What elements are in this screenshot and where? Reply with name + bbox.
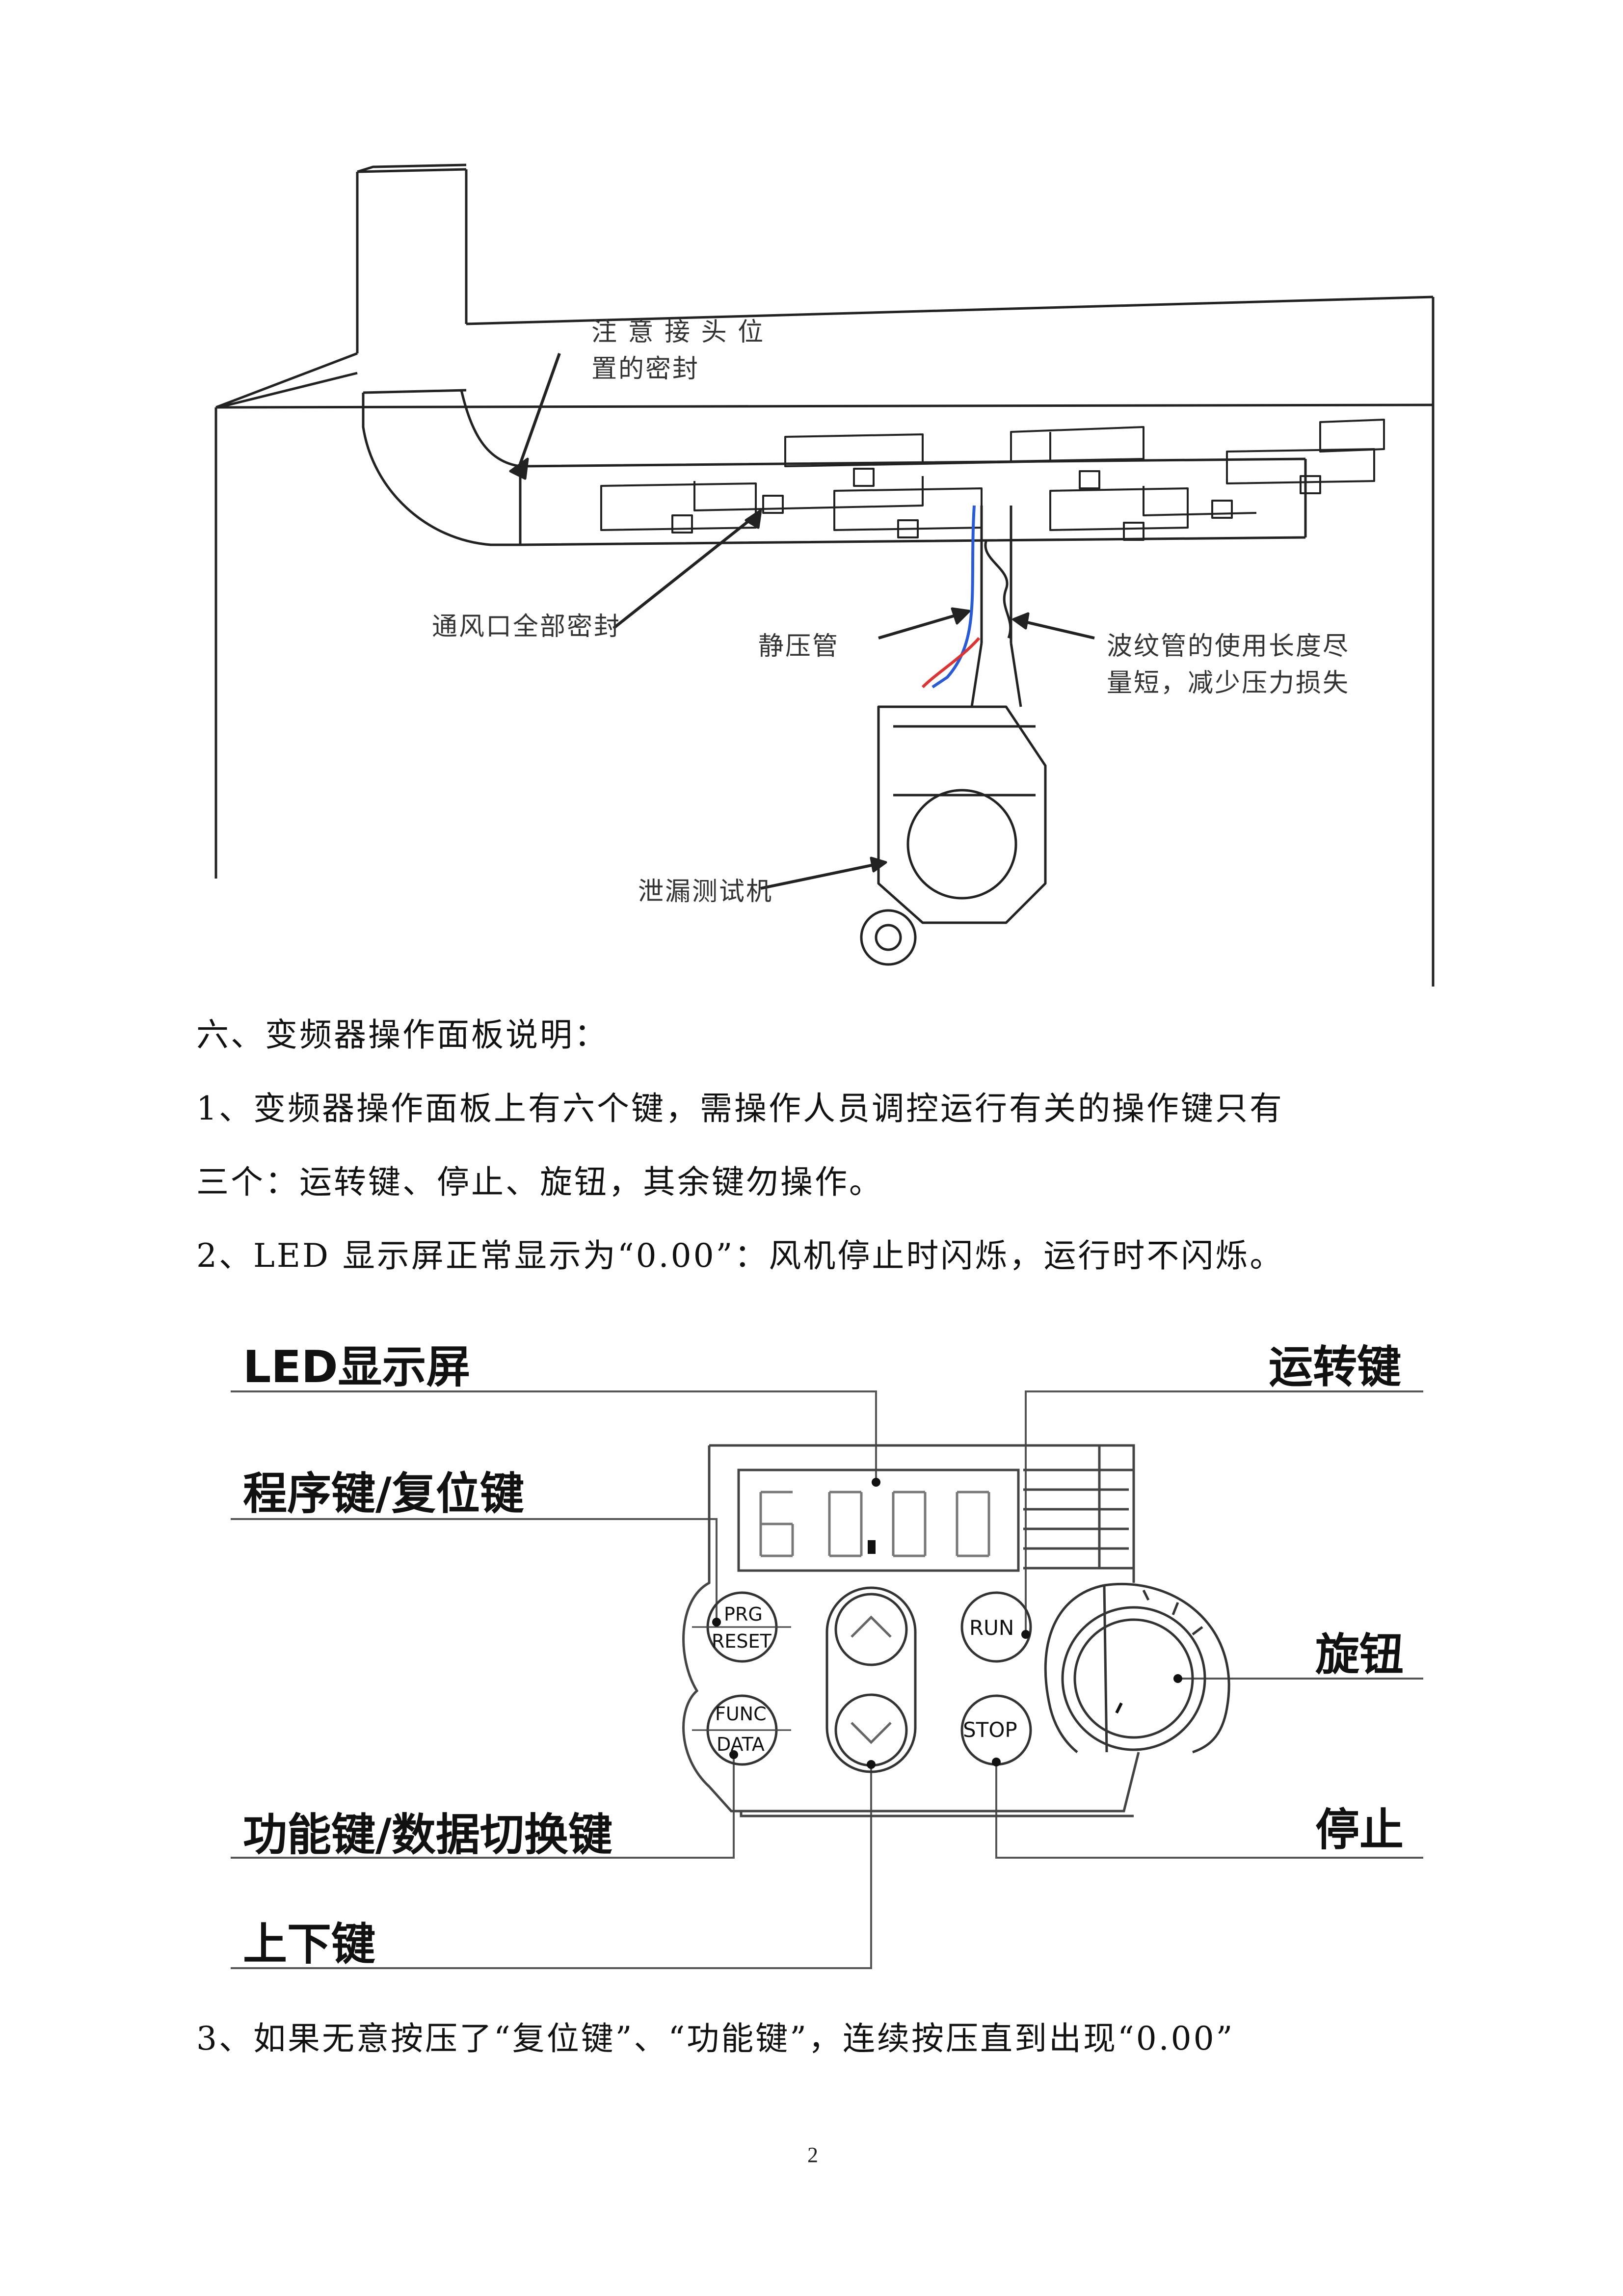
paragraph-1-line-2: 三个：运转键、停止、旋钮，其余键勿操作。: [196, 1163, 883, 1201]
joint-seal-label-line2: 置的密封: [591, 354, 700, 384]
vent-seal-label: 通风口全部密封: [432, 612, 621, 641]
led-display-label: LED显示屏: [243, 1341, 471, 1393]
run-key-label: 运转键: [1269, 1341, 1401, 1393]
page-number: 2: [807, 2143, 818, 2167]
prg-key-label: 程序键/复位键: [243, 1468, 524, 1520]
paragraph-3: 3、如果无意按压了“复位键”、“功能键”，连续按压直到出现“0.00”: [196, 2020, 1235, 2057]
chevron-up-icon: [851, 1615, 892, 1638]
knob-label: 旋钮: [1315, 1629, 1404, 1681]
joint-seal-label-line1: 注 意 接 头 位: [591, 318, 765, 347]
paragraph-2: 2、LED 显示屏正常显示为“0.00”：风机停止时闪烁，运行时不闪烁。: [196, 1237, 1284, 1275]
bellows-label: 波纹管的使用长度尽 量短，减少压力损失: [1107, 628, 1350, 702]
paragraph-1-line-1: 1、变频器操作面板上有六个键，需操作人员调控运行有关的操作键只有: [196, 1090, 1284, 1127]
tester-label: 泄漏测试机: [638, 877, 773, 907]
leak-test-illustration: [214, 163, 1435, 987]
section-heading: 六、变频器操作面板说明：: [196, 1016, 609, 1054]
joint-seal-label: 注 意 接 头 位 置的密封: [591, 314, 765, 388]
chevron-down-icon: [851, 1722, 892, 1744]
inverter-panel-diagram: [231, 1390, 1423, 1969]
func-key-label: 功能键/数据切换键: [243, 1809, 612, 1861]
static-tube-label: 静压管: [758, 632, 840, 661]
bellows-label-line2: 量短，减少压力损失: [1107, 668, 1350, 698]
stop-label: 停止: [1315, 1804, 1404, 1856]
bellows-label-line1: 波纹管的使用长度尽: [1107, 632, 1350, 661]
updown-key-label: 上下键: [243, 1919, 375, 1970]
